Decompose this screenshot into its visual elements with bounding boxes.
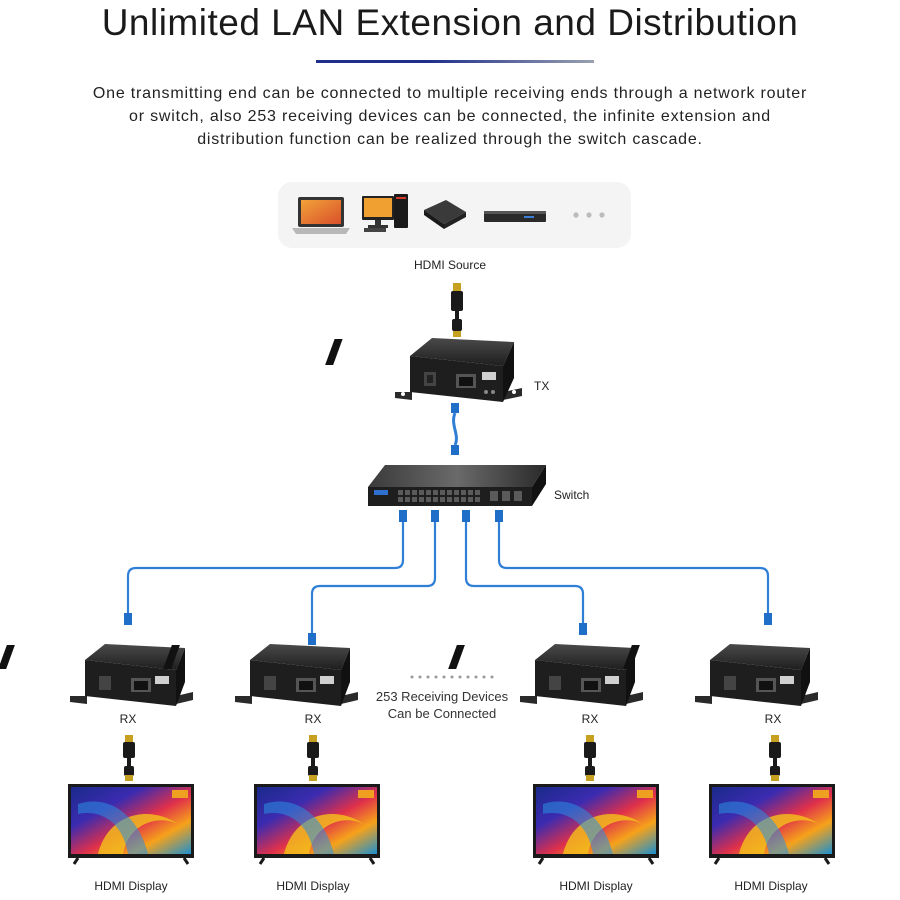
network-switch	[368, 465, 546, 506]
hdmi-cable-rx-2	[307, 735, 319, 781]
switch-label: Switch	[554, 488, 590, 502]
rx-label-3: RX	[581, 712, 599, 726]
hdmi-cable-source	[451, 283, 463, 337]
hdmi-display-3	[533, 784, 659, 865]
desktop-pc-icon	[362, 194, 408, 232]
description-line-3: distribution function can be realized th…	[197, 131, 703, 148]
hdmi-cable-rx-4	[769, 735, 781, 781]
rx-extender-3	[448, 644, 643, 706]
rx-extender-1	[0, 644, 193, 706]
network-cables-rx	[126, 522, 770, 640]
hdmi-display-label-2: HDMI Display	[276, 879, 350, 893]
rx-label-1: RX	[119, 712, 137, 726]
title-underline	[316, 60, 594, 63]
hdmi-display-1	[68, 784, 194, 865]
rx-extender-4	[623, 644, 818, 706]
hdmi-display-label-1: HDMI Display	[94, 879, 168, 893]
receiving-note-line-1: 253 Receiving Devices	[375, 689, 509, 704]
description-line-1: One transmitting end can be connected to…	[92, 85, 808, 102]
network-cable-tx	[451, 403, 459, 455]
dotted-separator	[410, 675, 494, 679]
hdmi-cable-rx-1	[123, 735, 135, 781]
tx-label: TX	[534, 379, 550, 393]
page-title: Unlimited LAN Extension and Distribution	[101, 2, 799, 43]
hdmi-display-label-3: HDMI Display	[559, 879, 633, 893]
rx-extender-2	[163, 644, 358, 706]
hdmi-display-label-4: HDMI Display	[734, 879, 808, 893]
laptop-icon	[292, 197, 350, 234]
rx-label-2: RX	[304, 712, 322, 726]
receiving-note-line-2: Can be Connected	[387, 706, 497, 721]
hdmi-source-label: HDMI Source	[413, 258, 487, 272]
description-line-2: or switch, also 253 receiving devices ca…	[129, 108, 771, 125]
rj45-connectors	[124, 510, 772, 645]
tv-box-icon	[424, 200, 466, 229]
receiving-devices-note: 253 Receiving Devices Can be Connected	[376, 688, 508, 722]
description: One transmitting end can be connected to…	[40, 82, 860, 151]
hdmi-cable-rx-3	[584, 735, 596, 781]
rx-label-4: RX	[764, 712, 782, 726]
hdmi-display-4	[709, 784, 835, 865]
more-icon	[573, 212, 605, 218]
hdmi-display-2	[254, 784, 380, 865]
tx-extender	[325, 338, 522, 402]
dvd-player-icon	[484, 211, 546, 222]
